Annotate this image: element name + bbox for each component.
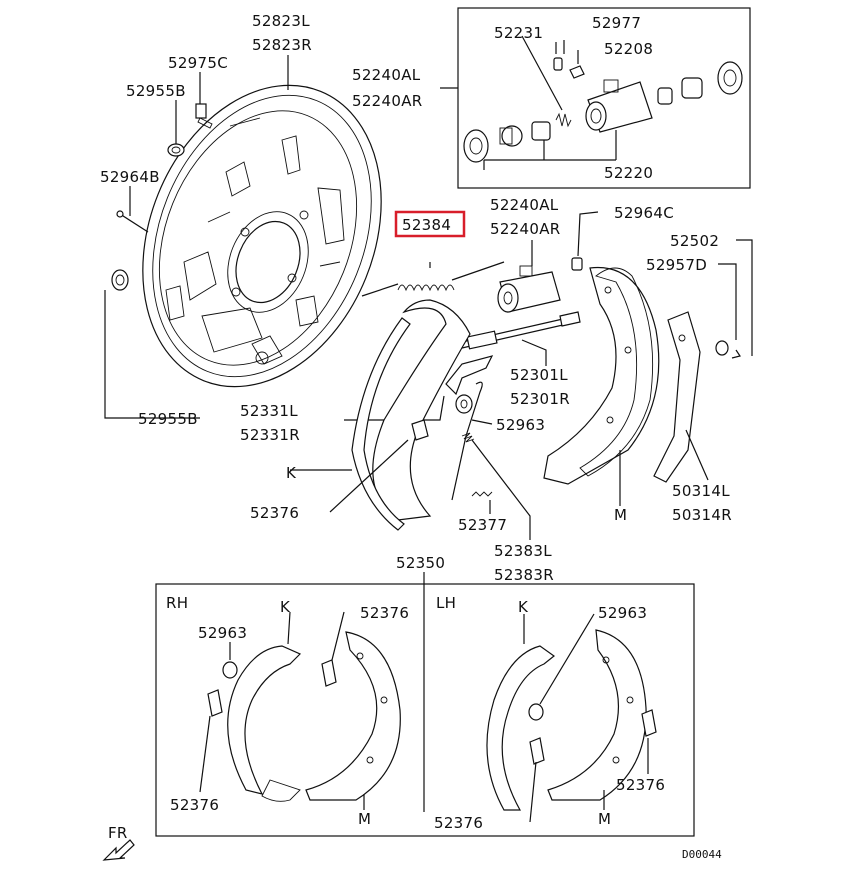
wheel-cylinder-kit-box [457, 7, 751, 189]
spring-52384 [361, 261, 505, 297]
label-52975c: 52975C [168, 54, 228, 72]
rh-washer-52963 [222, 661, 238, 679]
label-50314r: 50314R [672, 506, 732, 524]
label-52376-lh-bottom: 52376 [434, 814, 483, 832]
label-m-lh: M [598, 810, 611, 828]
label-52376-main: 52376 [250, 504, 299, 522]
lh-hold-down-52376-right [641, 709, 657, 737]
pin-52964c [571, 257, 583, 271]
brake-shoe-m-main [543, 266, 660, 485]
bolt-52975c [195, 103, 213, 129]
label-m-rh: M [358, 810, 371, 828]
lh-shoe-m [547, 629, 647, 801]
front-arrow-icon [102, 839, 135, 861]
label-52377: 52377 [458, 516, 507, 534]
label-52376-lh-right: 52376 [616, 776, 665, 794]
label-52331l: 52331L [240, 402, 298, 420]
grommet-52955b-bottom [111, 269, 129, 291]
spring-52383 [451, 381, 483, 501]
rh-hold-down-52376-top [321, 659, 337, 687]
label-52963-rh: 52963 [198, 624, 247, 642]
label-52350: 52350 [396, 554, 445, 572]
label-52240ar-cyl: 52240AR [490, 220, 561, 238]
label-fr: FR [108, 824, 128, 842]
cylinder-kit-parts [463, 57, 743, 163]
label-52220: 52220 [604, 164, 653, 182]
label-52963-main: 52963 [496, 416, 545, 434]
label-diagram-code: D00044 [682, 848, 722, 861]
label-lh: LH [436, 594, 456, 612]
shoe-kit-box [155, 583, 695, 837]
label-52301l: 52301L [510, 366, 568, 384]
label-52823l: 52823L [252, 12, 310, 30]
label-52955b-top: 52955B [126, 82, 186, 100]
brake-shoe-k-main [351, 299, 471, 531]
lh-washer-52963 [528, 703, 544, 721]
label-52301r: 52301R [510, 390, 570, 408]
label-52977: 52977 [592, 14, 641, 32]
lh-hold-down-52376-center [529, 737, 545, 765]
wheel-cylinder [497, 265, 561, 313]
lever-50314 [653, 311, 701, 483]
label-52208: 52208 [604, 40, 653, 58]
label-52240al-kit: 52240AL [352, 66, 421, 84]
label-rh: RH [166, 594, 188, 612]
rh-shoe-m [305, 631, 401, 801]
label-52384: 52384 [402, 216, 451, 234]
clip-52377 [471, 491, 493, 497]
label-52240ar-kit: 52240AR [352, 92, 423, 110]
label-k-rh: K [280, 598, 291, 616]
label-k-main: K [286, 464, 297, 482]
label-50314l: 50314L [672, 482, 730, 500]
label-52231: 52231 [494, 24, 543, 42]
washer-52963-main [455, 394, 473, 414]
label-52957d: 52957D [646, 256, 707, 274]
label-52240al-cyl: 52240AL [490, 196, 559, 214]
rh-hold-down-52376-left [207, 689, 223, 717]
lh-shoe-k [486, 645, 555, 811]
label-k-lh: K [518, 598, 529, 616]
label-52502: 52502 [670, 232, 719, 250]
backing-plate [142, 84, 382, 388]
label-52376-rh-top: 52376 [360, 604, 409, 622]
label-52376-rh-bottom: 52376 [170, 796, 219, 814]
label-m-main: M [614, 506, 627, 524]
washer-52957d [715, 340, 729, 356]
label-52964b: 52964B [100, 168, 160, 186]
pin-52964b [116, 210, 149, 233]
label-52955b-bottom: 52955B [138, 410, 198, 428]
hold-down-52376-main [411, 419, 429, 441]
rh-shoe-k [227, 645, 302, 802]
highlight-box-52384 [394, 210, 466, 238]
grommet-52955b-top [167, 143, 185, 157]
lever-52331 [445, 355, 494, 396]
label-52823r: 52823R [252, 36, 312, 54]
label-52331r: 52331R [240, 426, 300, 444]
label-52964c: 52964C [614, 204, 674, 222]
label-52383r: 52383R [494, 566, 554, 584]
adjuster-52301 [461, 311, 581, 350]
label-52383l: 52383L [494, 542, 552, 560]
label-52963-lh: 52963 [598, 604, 647, 622]
